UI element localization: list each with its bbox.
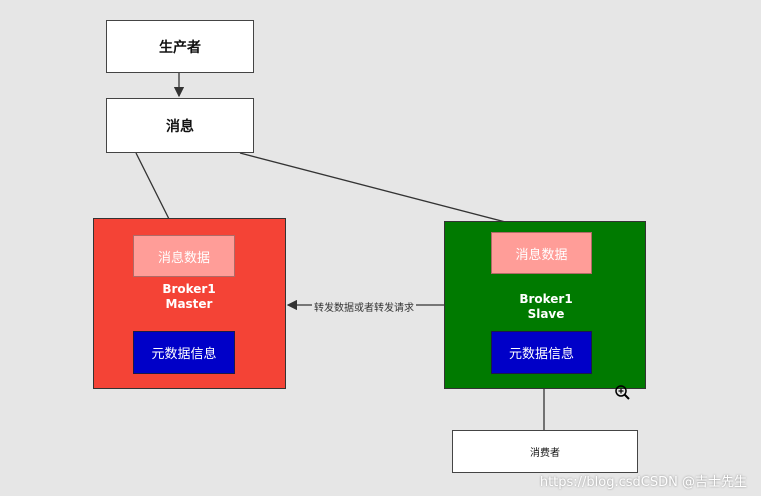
master-msg-data-label: 消息数据 [157,250,210,266]
master-title-line1: Broker1 [162,282,216,296]
producer-node[interactable]: 生产者 [106,20,254,73]
slave-metadata-label: 元数据信息 [508,347,574,362]
slave-title-line2: Slave [527,307,565,321]
master-msg-data-node[interactable]: 消息数据 [133,235,235,277]
master-title: Broker1 Master [133,282,245,312]
message-node[interactable]: 消息 [106,98,254,153]
producer-label: 生产者 [159,39,201,56]
consumer-node[interactable]: 消费者 [452,430,638,473]
arrow-message-to-slave [239,152,538,233]
zoom-in-icon[interactable] [614,384,632,402]
slave-metadata-node[interactable]: 元数据信息 [491,331,592,374]
watermark-text: https://blog.csdCSDN @吉士先生 [539,475,747,490]
slave-title-line1: Broker1 [519,292,573,306]
slave-msg-data-node[interactable]: 消息数据 [491,232,592,274]
slave-title: Broker1 Slave [490,292,602,322]
master-metadata-label: 元数据信息 [151,347,217,362]
master-metadata-node[interactable]: 元数据信息 [133,331,235,374]
master-title-line2: Master [165,297,213,311]
forward-edge-label: 转发数据或者转发请求 [312,299,416,314]
consumer-label: 消费者 [530,448,560,459]
slave-msg-data-label: 消息数据 [515,247,568,263]
message-label: 消息 [166,118,194,135]
